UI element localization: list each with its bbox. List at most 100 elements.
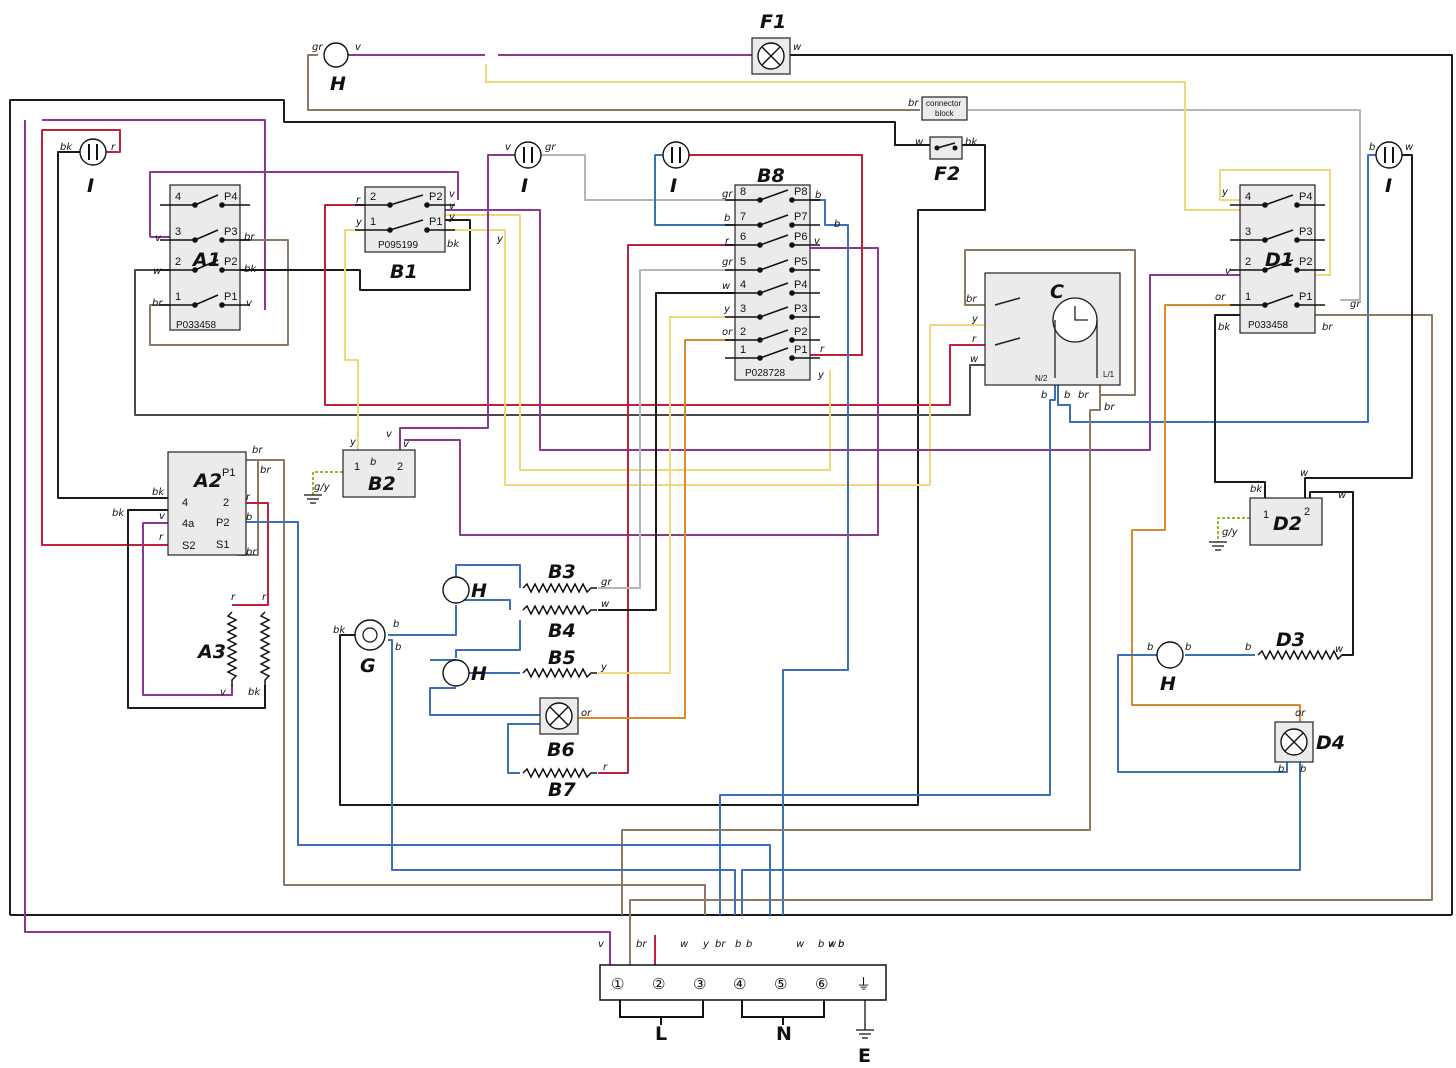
a1-pin-left: 1 <box>175 291 181 303</box>
b8-contact <box>757 242 763 248</box>
tag-b-10: b <box>1278 764 1284 775</box>
wire-h1-b <box>455 564 521 658</box>
f2-label: F2 <box>934 163 960 185</box>
d2-pin-2: 2 <box>1304 506 1310 518</box>
wire-d4-b <box>741 762 1301 915</box>
tag-v-6: v <box>449 189 456 200</box>
indicator-lamps <box>79 138 1403 169</box>
terminal-wire-tag: v <box>598 939 605 950</box>
b8-contact <box>789 267 795 273</box>
wire-d1-br <box>629 314 1433 915</box>
d1-contact <box>1262 237 1268 243</box>
terminal-block: ① ② ③ ④ ⑤ ⑥ ⏚ L N E <box>599 964 887 1067</box>
a1-contact <box>192 302 198 308</box>
wire-b6-b <box>507 723 540 774</box>
wire-a1-bk <box>240 219 471 291</box>
tag-v-2: v <box>505 142 512 153</box>
d2-label: D2 <box>1273 513 1302 535</box>
tag-br-8: br <box>252 445 263 456</box>
tag-or-2: or <box>581 708 592 719</box>
d1-contact <box>1294 237 1300 243</box>
h-label-1: H <box>330 73 346 95</box>
terminal-wire-tag: b <box>735 939 741 950</box>
terminal-3: ③ <box>693 975 706 993</box>
a1-pin-left: 4 <box>175 191 181 203</box>
tag-br-4: br <box>1078 390 1089 401</box>
component-b6: B6 <box>539 697 579 761</box>
tag-gr: gr <box>312 42 323 53</box>
tag-y-2: y <box>971 314 979 325</box>
wire-b1-v <box>445 209 1240 451</box>
f1-label: F1 <box>760 11 786 33</box>
wire-g-b <box>388 605 736 915</box>
a2-pin-s2: S2 <box>182 540 195 552</box>
a1-part-number: P033458 <box>176 320 216 331</box>
group-l-label: L <box>655 1023 667 1045</box>
b2-gy-tag: g/y <box>314 482 331 493</box>
b1-label: B1 <box>390 261 418 283</box>
b1-contact <box>387 202 393 208</box>
a1-pin-right: P1 <box>224 291 237 303</box>
c-pin-l1: L/1 <box>1103 370 1115 379</box>
tag-b-7: b <box>724 213 730 224</box>
tag-y: y <box>1221 187 1229 198</box>
b8-contact <box>757 267 763 273</box>
wire-a1-br <box>149 239 289 346</box>
b1-contact <box>387 227 393 233</box>
tag-bk-6: bk <box>112 508 125 519</box>
tag-r-4: r <box>246 492 251 503</box>
tag-w-10: w <box>1335 644 1344 655</box>
wire-outer-loop <box>9 54 1453 916</box>
tag-br-7: br <box>244 232 255 243</box>
terminal-1: ① <box>611 975 624 993</box>
d1-contact <box>1294 302 1300 308</box>
connector-block-line1: connector <box>926 99 961 108</box>
d2-gy-tag: g/y <box>1222 527 1239 538</box>
a1-pin-right: P2 <box>224 256 237 268</box>
a1-contact <box>219 267 225 273</box>
tag-or-4: or <box>1295 708 1306 719</box>
i-label-1: I <box>87 175 94 197</box>
b8-contact <box>789 197 795 203</box>
tag-gr-6: gr <box>722 257 733 268</box>
tag-br-10: br <box>246 547 257 558</box>
wire-d3-b <box>1117 654 1288 773</box>
d1-contact <box>1294 267 1300 273</box>
a1-pin-right: P4 <box>224 191 237 203</box>
b7-label: B7 <box>548 779 576 801</box>
tag-v-4: v <box>155 233 162 244</box>
tag-y-5: y <box>496 234 504 245</box>
wire-i1-r <box>41 129 172 546</box>
b8-contact <box>789 222 795 228</box>
wire-i1-bk <box>57 151 172 499</box>
b1-pin-right: P2 <box>429 191 442 203</box>
b8-pin-left: 5 <box>740 256 746 268</box>
b8-contact <box>757 290 763 296</box>
b8-contact <box>789 337 795 343</box>
terminal-5: ⑤ <box>774 975 787 993</box>
terminal-6: ⑥ <box>815 975 828 993</box>
tag-y-4: y <box>448 212 456 223</box>
a1-label: A1 <box>191 249 221 271</box>
a1-pin-right: P3 <box>224 226 237 238</box>
thermostats-h <box>323 42 1184 687</box>
b1-contact <box>424 202 430 208</box>
wire-b8-gr5 <box>598 269 735 589</box>
wire-b8-r6 <box>598 244 735 774</box>
d1-pin-right: P1 <box>1299 291 1312 303</box>
component-f1: F1 <box>751 11 791 75</box>
wire-c-b2 <box>719 378 1056 915</box>
wire-c-br2 <box>621 378 1101 915</box>
tag-y-7: y <box>600 662 608 673</box>
tag-b-9: b <box>834 219 840 230</box>
g-label: G <box>360 655 376 677</box>
b8-pin-left: 6 <box>740 231 746 243</box>
b8-contact <box>757 222 763 228</box>
tag-w-4: w <box>153 266 162 277</box>
tag-br-9: br <box>260 465 271 476</box>
b8-contact <box>757 337 763 343</box>
a3-label: A3 <box>196 641 226 663</box>
tag-br-6: br <box>152 298 163 309</box>
terminal-2: ② <box>652 975 665 993</box>
